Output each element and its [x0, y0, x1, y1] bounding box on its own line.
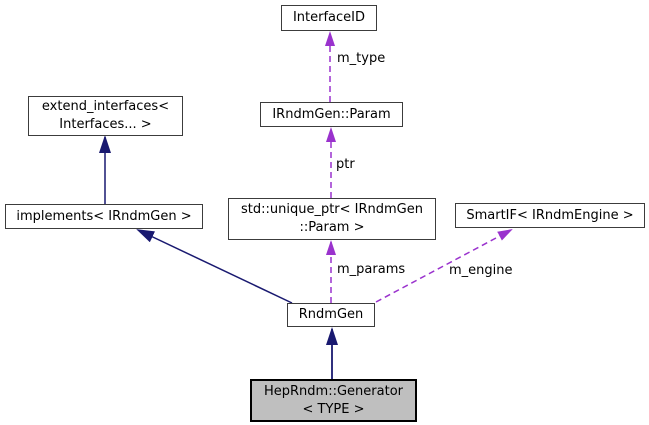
node-std-unique-ptr[interactable]: std::unique_ptr< IRndmGen ::Param >: [228, 198, 436, 240]
node-irndmgen-param[interactable]: IRndmGen::Param: [260, 102, 403, 127]
node-rndmgen[interactable]: RndmGen: [287, 303, 375, 327]
node-extend-interfaces[interactable]: extend_interfaces< Interfaces... >: [28, 96, 183, 136]
edge-m-engine: [375, 229, 513, 303]
node-heprndm-generator: HepRndm::Generator < TYPE >: [250, 379, 417, 422]
edge-label-m-params: m_params: [337, 262, 406, 277]
edge-label-m-engine: m_engine: [449, 263, 513, 278]
edge-label-ptr: ptr: [336, 157, 355, 172]
node-interfaceid[interactable]: InterfaceID: [281, 5, 377, 31]
edge-label-m-type: m_type: [337, 51, 386, 66]
node-implements-irndmgen[interactable]: implements< IRndmGen >: [5, 204, 203, 229]
node-smartif-irndmengine[interactable]: SmartIF< IRndmEngine >: [455, 203, 645, 228]
edge-rndmgen-implements: [136, 229, 293, 304]
